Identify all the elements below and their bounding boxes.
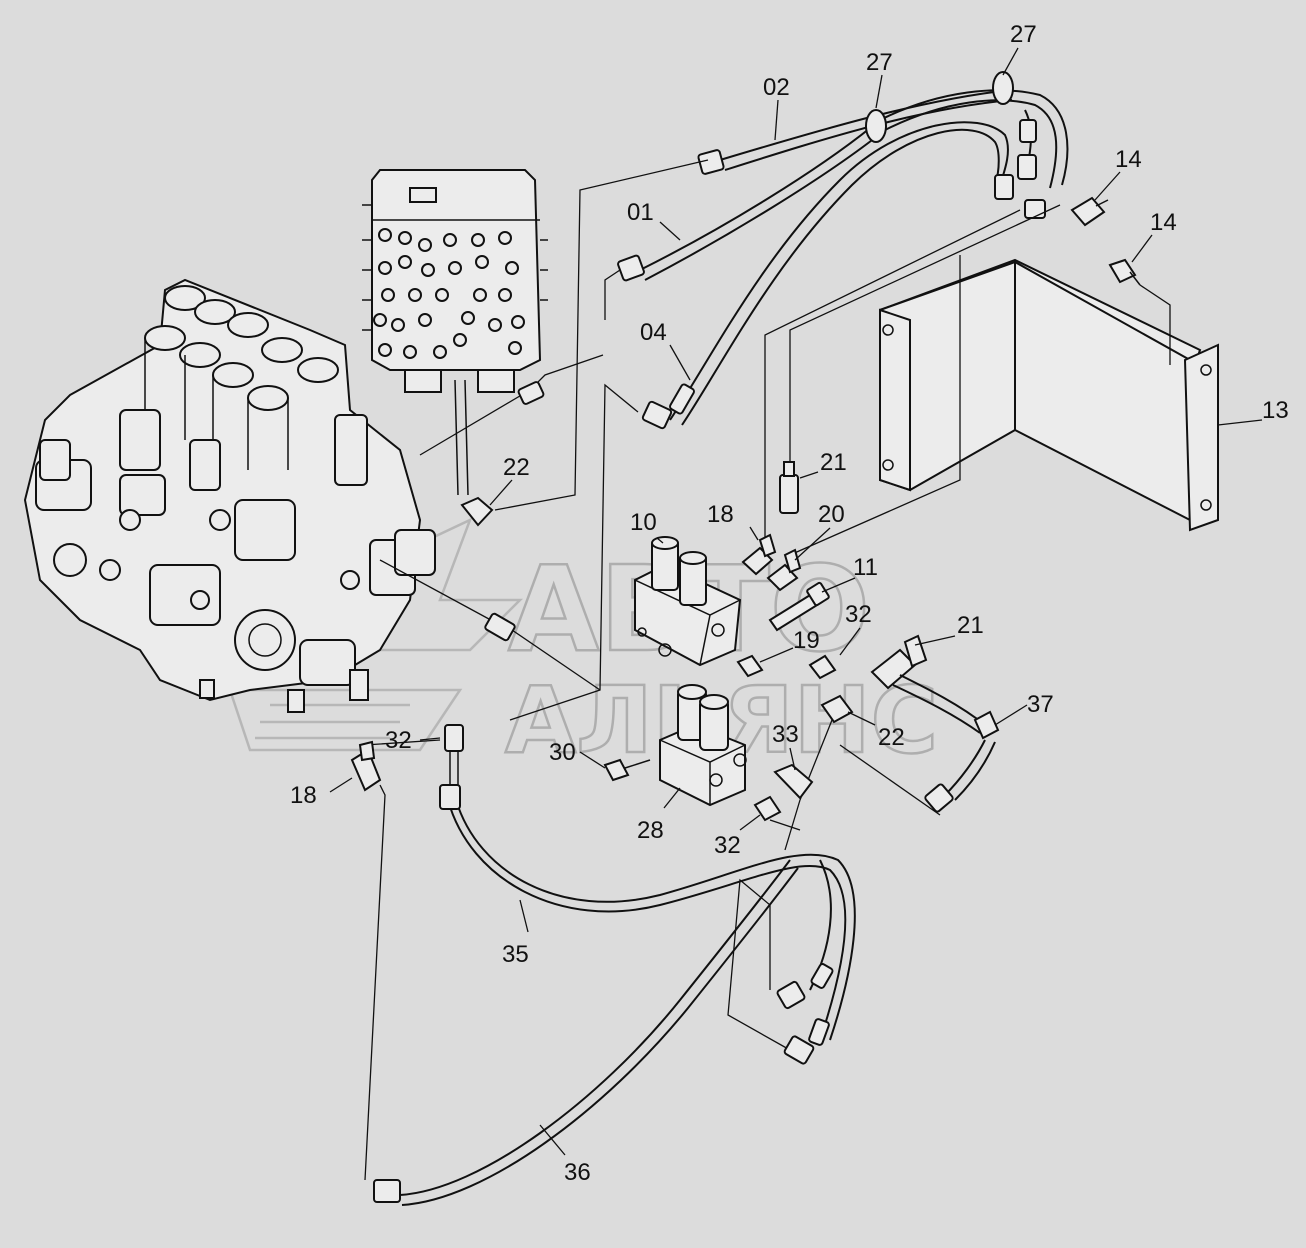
elbow-fitting-22-lower bbox=[820, 694, 854, 724]
callout-30: 30 bbox=[549, 739, 576, 766]
callout-02: 02 bbox=[763, 74, 790, 101]
callout-10: 10 bbox=[630, 509, 657, 536]
callout-27-left: 27 bbox=[866, 49, 893, 76]
callout-28: 28 bbox=[637, 817, 664, 844]
callout-21-lower: 21 bbox=[957, 612, 984, 639]
control-valve bbox=[23, 278, 436, 713]
callout-13: 13 bbox=[1262, 397, 1289, 424]
fitting-32-middle bbox=[808, 654, 837, 680]
callout-14-upper: 14 bbox=[1115, 146, 1142, 173]
clamp-27-left bbox=[865, 109, 887, 143]
fitting-32-lower bbox=[753, 795, 782, 822]
upper-hose-bundle bbox=[617, 71, 1069, 430]
fitting-19 bbox=[736, 654, 764, 678]
mounting-bracket bbox=[879, 258, 1219, 532]
callout-20: 20 bbox=[818, 501, 845, 528]
watermark-logo-lower bbox=[228, 688, 463, 752]
callout-labels: 27 27 02 01 14 14 04 13 21 22 10 18 20 1… bbox=[290, 21, 1289, 1186]
bolt-11 bbox=[768, 581, 830, 632]
valve-spool-caps bbox=[144, 285, 339, 470]
callout-01: 01 bbox=[627, 199, 654, 226]
callout-11: 11 bbox=[853, 554, 878, 581]
callout-32-middle: 32 bbox=[845, 601, 872, 628]
elbow-fitting-18-lower bbox=[350, 740, 382, 792]
clamp-27-right bbox=[992, 71, 1014, 105]
bolt-14-upper bbox=[1070, 196, 1109, 227]
fitting-18-upper bbox=[741, 533, 777, 576]
callout-18-lower: 18 bbox=[290, 782, 317, 809]
callout-32-left: 32 bbox=[385, 727, 412, 754]
callout-14-lower: 14 bbox=[1150, 209, 1177, 236]
tee-fitting-21 bbox=[870, 634, 1000, 813]
valve-ports bbox=[35, 409, 436, 713]
solenoid-valve-28 bbox=[659, 684, 747, 807]
callout-22-upper: 22 bbox=[503, 454, 530, 481]
callout-22-lower: 22 bbox=[878, 724, 905, 751]
lower-hose-35 bbox=[439, 724, 856, 1065]
callout-04: 04 bbox=[640, 319, 667, 346]
callout-27-right: 27 bbox=[1010, 21, 1037, 48]
fitting-20 bbox=[766, 548, 802, 592]
solenoid-valve-10 bbox=[634, 536, 742, 667]
callout-21-upper: 21 bbox=[820, 449, 847, 476]
lower-hose-36 bbox=[373, 859, 799, 1206]
fitting-21-upper bbox=[779, 461, 799, 514]
pilot-manifold-fittings bbox=[373, 228, 525, 359]
callout-33: 33 bbox=[772, 721, 799, 748]
callout-37: 37 bbox=[1027, 691, 1054, 718]
callout-32-lower: 32 bbox=[714, 832, 741, 859]
elbow-fitting-33 bbox=[773, 763, 814, 800]
bolt-14-lower bbox=[1108, 258, 1141, 286]
pilot-manifold bbox=[362, 169, 548, 393]
callout-19: 19 bbox=[793, 627, 820, 654]
adapter-fitting bbox=[484, 381, 545, 642]
callout-leaders bbox=[329, 47, 1263, 1156]
bolt-30 bbox=[603, 758, 651, 782]
elbow-fitting-22-upper bbox=[454, 379, 494, 527]
callout-36: 36 bbox=[564, 1159, 591, 1186]
callout-35: 35 bbox=[502, 941, 529, 968]
callout-18-upper: 18 bbox=[707, 501, 734, 528]
